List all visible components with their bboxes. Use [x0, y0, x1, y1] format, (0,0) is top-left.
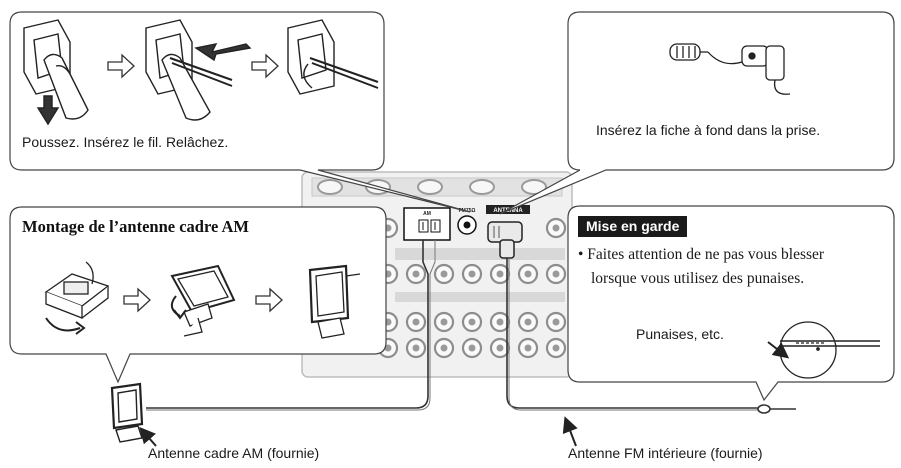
rca-jack-pin: [440, 344, 448, 352]
rca-jack-pin: [524, 344, 532, 352]
plug-panel: [499, 11, 895, 215]
pin-pointer-arrow: [767, 341, 790, 359]
release-illustration: [287, 19, 379, 95]
rca-jack-pin: [496, 344, 504, 352]
am-terminal-label: AM: [423, 211, 431, 217]
rca-jack-pin: [384, 344, 392, 352]
wire-steps-caption: Poussez. Insérez le fil. Relâchez.: [22, 134, 229, 150]
rca-jack-pin: [468, 318, 476, 326]
am-cable: [146, 240, 436, 411]
push-terminal-illustration: [23, 19, 89, 126]
rca-jack-pin: [412, 270, 420, 278]
step-arrow-icon: [255, 287, 283, 313]
am-terminal: AM: [403, 207, 451, 241]
step-arrow-icon: [107, 53, 135, 79]
pin-illustration: [779, 321, 880, 379]
rca-jack-pin: [468, 270, 476, 278]
rca-jack-pin: [468, 344, 476, 352]
rca-jack-pin: [552, 344, 560, 352]
rca-jack-pin: [412, 318, 420, 326]
rca-jack-pin: [440, 318, 448, 326]
am-standing-illustration: [308, 264, 361, 339]
rca-jack-pin: [496, 318, 504, 326]
am-callout-arrow: [139, 426, 157, 447]
plug-caption: Insérez la fiche à fond dans la prise.: [596, 122, 821, 138]
rca-jack-pin: [552, 318, 560, 326]
rca-jack-pin: [412, 344, 420, 352]
fm-jack: FM75Ω: [457, 208, 477, 235]
caution-line-2: lorsque vous utilisez des punaises.: [591, 270, 805, 287]
step-arrow-icon: [251, 53, 279, 79]
am-antenna-callout: Antenne cadre AM (fournie): [148, 445, 320, 461]
am-assembly-title: Montage de l’antenne cadre AM: [22, 217, 249, 236]
rca-jack-pin: [524, 318, 532, 326]
rca-jack-pin: [440, 270, 448, 278]
fm-plug-illustration: [669, 43, 791, 95]
caution-line-1: • Faites attention de ne pas vous blesse…: [578, 246, 825, 263]
step-arrow-icon: [123, 287, 151, 313]
rca-jack-pin: [552, 270, 560, 278]
caution-panel: [567, 205, 895, 402]
wire-steps-panel: [9, 11, 471, 213]
rca-jack-pin: [524, 270, 532, 278]
am-loop-antenna: [110, 382, 144, 443]
pin-label: Punaises, etc.: [636, 326, 724, 342]
fm-antenna-callout: Antenne FM intérieure (fournie): [568, 445, 763, 461]
rca-jack-pin: [496, 270, 504, 278]
insert-wire-illustration: [145, 19, 252, 121]
caution-badge: Mise en garde: [578, 216, 688, 237]
fm-callout-arrow: [562, 416, 578, 447]
am-base-illustration: [44, 261, 110, 335]
am-unfold-illustration: [170, 264, 236, 337]
am-assembly-panel: [9, 206, 387, 384]
fm-cable: [506, 258, 796, 414]
rca-jack-pin: [552, 224, 560, 232]
